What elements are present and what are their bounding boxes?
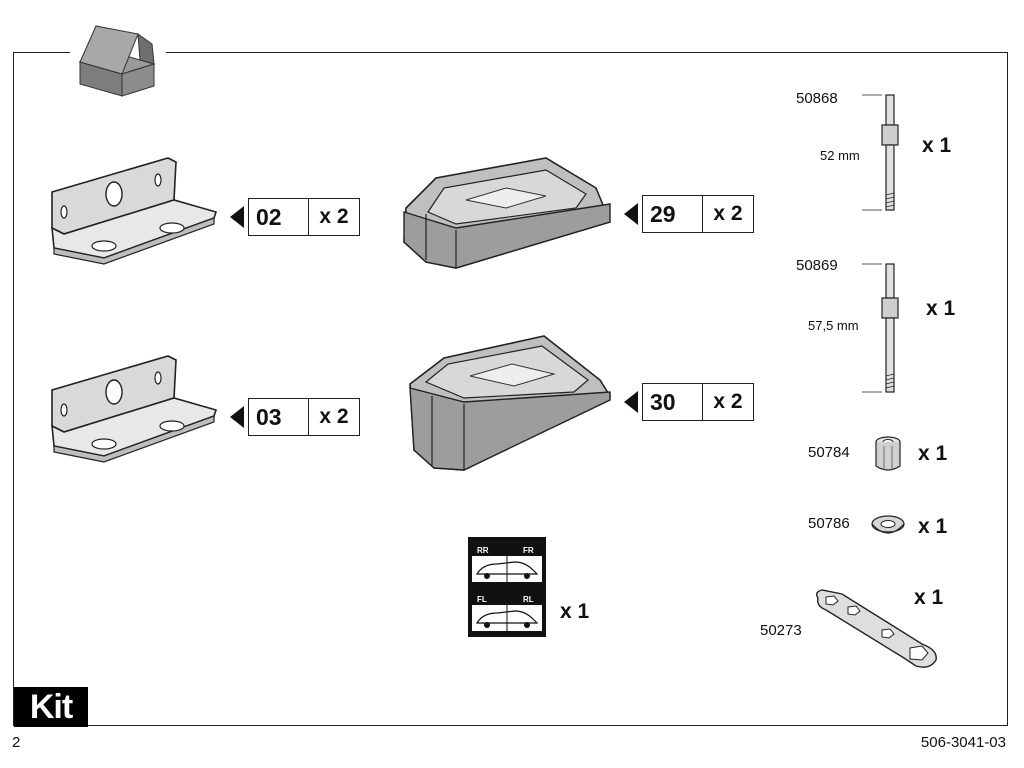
sticker-label-rl: RL — [523, 595, 534, 604]
washer-part-number: 50786 — [808, 515, 850, 532]
washer-quantity: x 1 — [918, 515, 948, 538]
sticker-label-fl: FL — [477, 595, 487, 604]
pointer-triangle-icon — [624, 203, 638, 225]
bolt1-part-number: 50868 — [796, 90, 838, 107]
bolt-57-5mm-image — [862, 263, 899, 393]
part-quantity: x 2 — [319, 205, 349, 228]
page-number: 2 — [12, 734, 21, 751]
sticker-label-rr: RR — [477, 546, 489, 555]
label-30: 30 x 2 — [624, 383, 754, 421]
foot-30-image — [409, 335, 612, 471]
bolt1-quantity: x 1 — [922, 134, 952, 157]
document-code: 506-3041-03 — [920, 734, 1006, 751]
bolt2-quantity: x 1 — [926, 297, 956, 320]
part-number: 02 — [249, 199, 309, 235]
bolt-52mm-image — [862, 94, 899, 211]
nut-quantity: x 1 — [918, 442, 948, 465]
sticker-quantity: x 1 — [560, 600, 590, 623]
sticker-label-fr: FR — [523, 546, 534, 555]
pointer-triangle-icon — [230, 206, 244, 228]
nut-part-number: 50784 — [808, 444, 850, 461]
washer-image — [871, 515, 905, 534]
nut-image — [875, 436, 901, 471]
part-quantity: x 2 — [319, 405, 349, 428]
foot-29-image — [403, 157, 612, 269]
label-29: 29 x 2 — [624, 195, 754, 233]
kit-badge: Kit — [14, 687, 88, 727]
bolt2-length: 57,5 mm — [808, 318, 859, 333]
label-02: 02 x 2 — [230, 198, 360, 236]
part-quantity: x 2 — [713, 202, 743, 225]
pointer-triangle-icon — [230, 406, 244, 428]
pointer-triangle-icon — [624, 391, 638, 413]
part-number: 29 — [643, 196, 703, 232]
part-quantity: x 2 — [713, 390, 743, 413]
bracket-03-image — [51, 355, 218, 463]
page-frame — [13, 52, 1008, 726]
part-number: 30 — [643, 384, 703, 420]
position-sticker-image: RR FR FL RL — [468, 537, 546, 637]
label-03: 03 x 2 — [230, 398, 360, 436]
box-icon — [78, 25, 156, 97]
wrench-quantity: x 1 — [914, 586, 944, 609]
bracket-02-image — [51, 157, 218, 265]
part-number: 03 — [249, 399, 309, 435]
wrench-tool-image — [815, 589, 937, 668]
bolt1-length: 52 mm — [820, 148, 860, 163]
bolt2-part-number: 50869 — [796, 257, 838, 274]
wrench-part-number: 50273 — [760, 622, 802, 639]
